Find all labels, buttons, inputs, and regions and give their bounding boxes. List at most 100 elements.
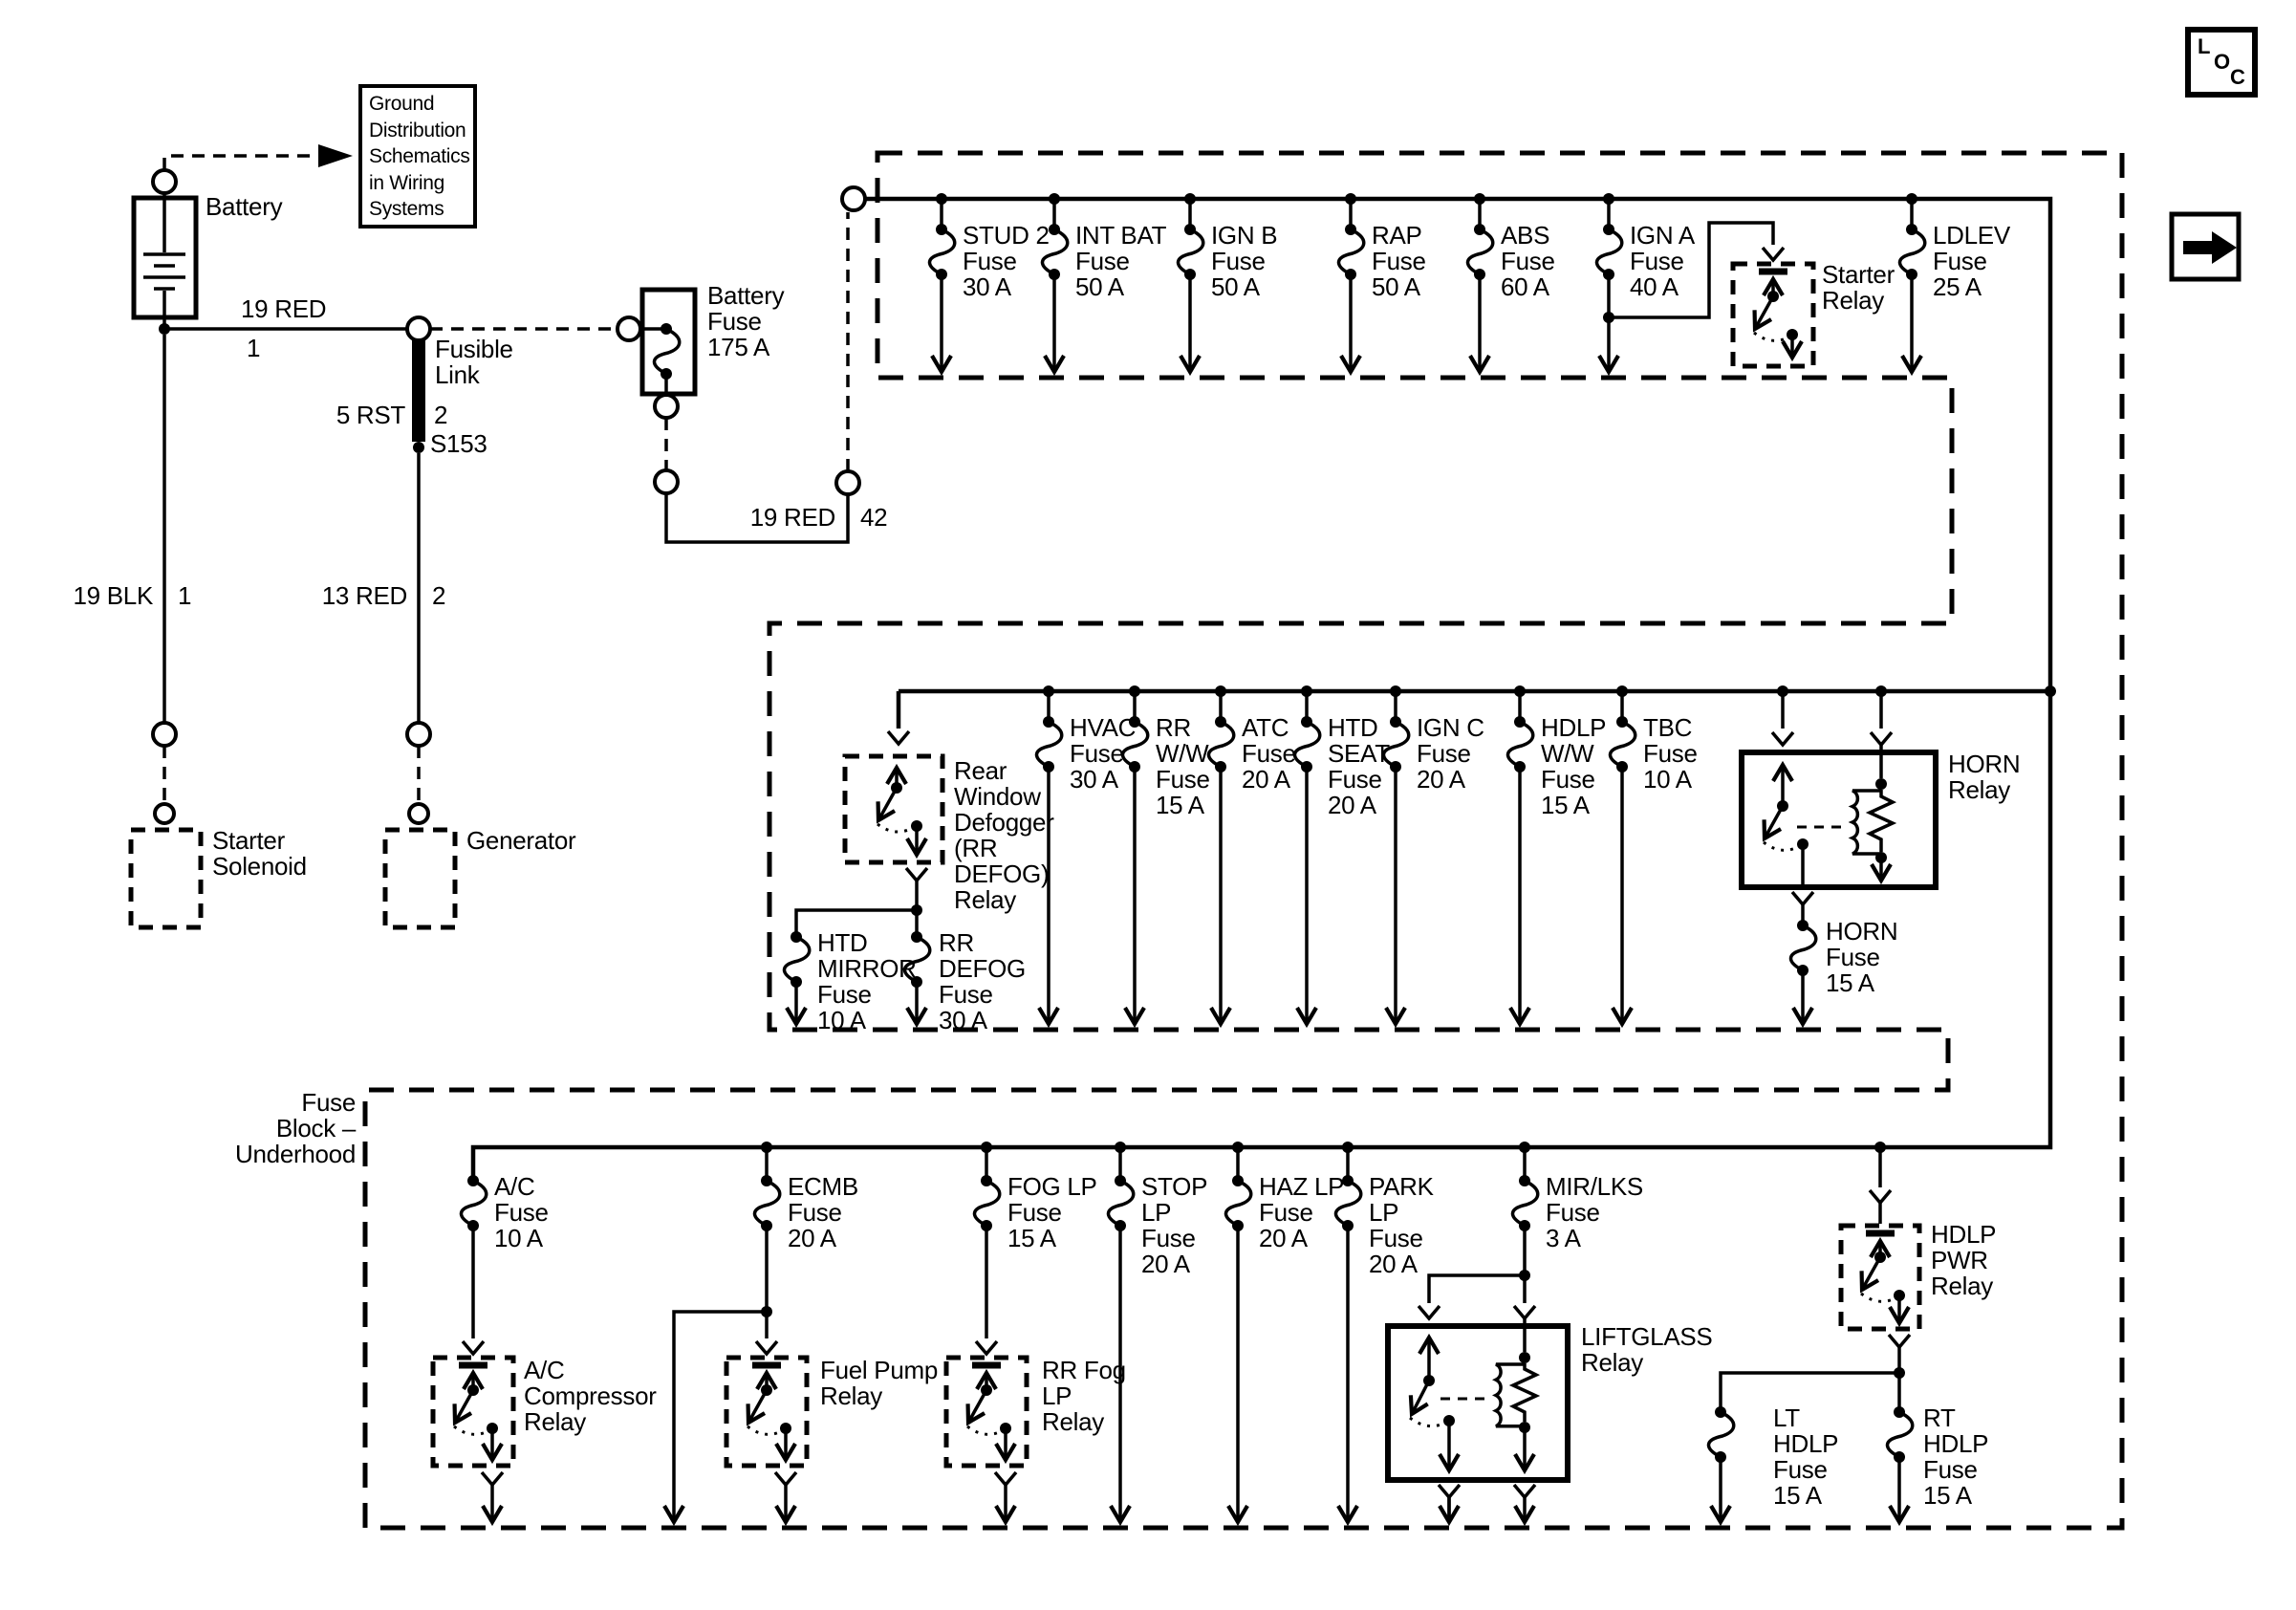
fuse-stoplp-label: STOP LP Fuse 20 A <box>1141 1172 1208 1278</box>
fuse-abs-label: ABS Fuse 60 A <box>1501 221 1555 301</box>
fuse-block-label: Fuse Block – Underhood <box>235 1088 356 1168</box>
wire-13red-circuit: 2 <box>432 581 446 610</box>
fuse-igna-label: IGN A Fuse 40 A <box>1630 221 1695 301</box>
fuse-stud2 <box>927 193 957 377</box>
fusible-link-wire-label: 5 RST <box>336 401 405 429</box>
ground-reference-label: Ground Distribution Schematics in Wiring… <box>369 93 470 220</box>
fuse-abs <box>1465 193 1495 377</box>
horn-relay-label: HORN Relay <box>1948 750 2021 804</box>
ground-reference-box[interactable]: Ground Distribution Schematics in Wiring… <box>358 84 477 228</box>
fuse-parklp <box>1333 1142 1363 1527</box>
fuse-rap-label: RAP Fuse 50 A <box>1372 221 1426 301</box>
loc-letter-c: C <box>2230 65 2245 89</box>
fuse-ecmb <box>662 1142 782 1527</box>
rr-fog-relay-label: RR Fog LP Relay <box>1042 1356 1126 1436</box>
wire-19red42-label: 19 RED <box>749 503 836 532</box>
fuse-block-outline <box>362 150 2125 1531</box>
generator-label: Generator <box>466 826 576 855</box>
fuse-lt-hdlp <box>1706 1371 1899 1527</box>
fuse-rr-ww-label: RR W/W Fuse 15 A <box>1156 713 1210 819</box>
starter-solenoid-label: Starter Solenoid <box>212 826 307 881</box>
rr-fog-lp-relay-symbol <box>943 1339 1029 1527</box>
horn-relay-symbol <box>1739 685 1939 890</box>
splice-label: S153 <box>430 429 487 458</box>
ac-compressor-relay-symbol <box>430 1339 516 1527</box>
fuse-mirlks-label: MIR/LKS Fuse 3 A <box>1546 1172 1643 1252</box>
fuse-stoplp <box>1106 1142 1136 1527</box>
starter-solenoid-symbol <box>128 335 204 930</box>
battery-label: Battery <box>206 192 283 221</box>
fuse-ignb <box>1176 193 1205 377</box>
fuse-horn-label: HORN Fuse 15 A <box>1826 917 1898 997</box>
fuse-ignc <box>1381 685 1411 1029</box>
defogger-relay-symbol <box>842 729 945 916</box>
loc-letter-o: O <box>2214 50 2231 74</box>
fuse-hdlp-ww <box>1505 685 1535 1029</box>
liftglass-relay-symbol <box>1385 1273 1570 1522</box>
bottom-fuse-row <box>459 1142 1540 1527</box>
fuse-horn <box>1788 890 1818 1029</box>
hdlp-pwr-relay-label: HDLP PWR Relay <box>1931 1220 1997 1300</box>
fuse-hvac-label: HVAC Fuse 30 A <box>1070 713 1137 794</box>
fuse-htd-mirror-label: HTD MIRROR Fuse 10 A <box>817 928 917 1034</box>
fuse-hvac <box>1034 685 1064 1029</box>
fuse-mirlks <box>1510 1142 1540 1281</box>
fuse-foglp <box>972 1142 1002 1338</box>
fuse-atc-label: ATC Fuse 20 A <box>1242 713 1296 794</box>
fuse-ecmb-label: ECMB Fuse 20 A <box>788 1172 858 1252</box>
fuse-ignb-label: IGN B Fuse 50 A <box>1211 221 1278 301</box>
defogger-relay-label: Rear Window Defogger (RR DEFOG) Relay <box>954 756 1054 914</box>
fuse-rr-defog <box>902 910 932 1029</box>
fuse-intbat-label: INT BAT Fuse 50 A <box>1075 221 1167 301</box>
fuse-ignc-label: IGN C Fuse 20 A <box>1417 713 1484 794</box>
fuse-hazlp-label: HAZ LP Fuse 20 A <box>1259 1172 1345 1252</box>
fusible-link-label: Fusible Link <box>435 335 513 389</box>
starter-relay-label: Starter Relay <box>1822 260 1895 315</box>
fuse-hazlp <box>1224 1142 1253 1527</box>
fuse-intbat <box>1040 193 1070 377</box>
wire-19blk-circuit: 1 <box>178 581 192 610</box>
fuse-rr-ww <box>1120 685 1150 1029</box>
loc-icon[interactable]: L O C <box>2185 27 2258 98</box>
fuse-ac-label: A/C Fuse 10 A <box>494 1172 549 1252</box>
fuel-pump-relay-label: Fuel Pump Relay <box>820 1356 939 1410</box>
fuse-tbc <box>1608 685 1637 1029</box>
wire-19red-circuit: 1 <box>247 334 261 362</box>
fusible-link-symbol <box>164 315 432 723</box>
next-page-arrow-icon[interactable] <box>2169 211 2242 282</box>
wire-19red42-circuit: 42 <box>860 503 888 532</box>
fuse-htd-mirror <box>782 908 917 1029</box>
battery-fuse-label: Battery Fuse 175 A <box>707 281 785 361</box>
wire-19red-label: 19 RED <box>241 294 327 323</box>
starter-relay-symbol <box>1609 221 1816 369</box>
middle-fuse-row <box>1034 685 1637 1029</box>
fuse-lt-hdlp-label: LT HDLP Fuse 15 A <box>1773 1403 1839 1510</box>
fuse-stud2-label: STUD 2 Fuse 30 A <box>963 221 1050 301</box>
fuse-parklp-label: PARK LP Fuse 20 A <box>1369 1172 1434 1278</box>
fuse-ac <box>459 1175 488 1338</box>
generator-symbol <box>382 721 458 930</box>
fuse-tbc-label: TBC Fuse 10 A <box>1643 713 1698 794</box>
loc-letter-l: L <box>2198 34 2211 58</box>
fuel-pump-relay-symbol <box>724 1339 810 1527</box>
top-fuse-row <box>927 193 1927 377</box>
fusible-link-circuit: 2 <box>434 401 448 429</box>
power-bus-lines <box>470 196 2056 1181</box>
wire-13red-label: 13 RED <box>321 581 408 610</box>
fuse-htd-seat <box>1292 685 1322 1029</box>
fuse-rr-defog-label: RR DEFOG Fuse 30 A <box>939 928 1026 1034</box>
fuse-rt-hdlp-label: RT HDLP Fuse 15 A <box>1923 1403 1989 1510</box>
fuse-rt-hdlp <box>1885 1373 1915 1527</box>
fuse-ldlev-label: LDLEV Fuse 25 A <box>1933 221 2010 301</box>
battery-symbol <box>131 144 353 335</box>
fuse-igna <box>1594 193 1624 377</box>
wire-19blk-label: 19 BLK <box>73 581 154 610</box>
ac-compressor-relay-label: A/C Compressor Relay <box>524 1356 657 1436</box>
fuse-rap <box>1336 193 1366 377</box>
fuse-htd-seat-label: HTD SEAT Fuse 20 A <box>1328 713 1390 819</box>
liftglass-relay-label: LIFTGLASS Relay <box>1581 1322 1713 1377</box>
fuse-foglp-label: FOG LP Fuse 15 A <box>1007 1172 1097 1252</box>
fuse-ldlev <box>1897 193 1927 377</box>
